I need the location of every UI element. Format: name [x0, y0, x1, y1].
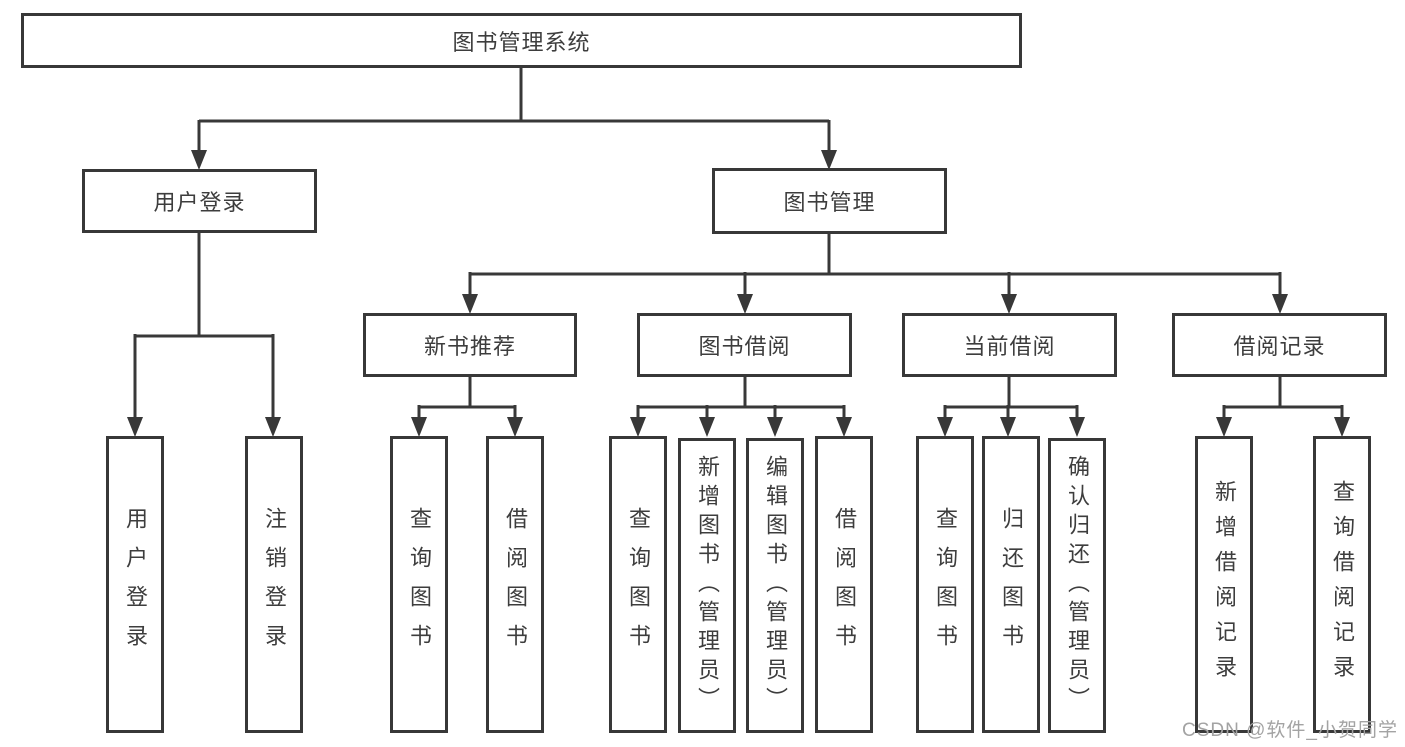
leaf-query-books-current: 查询图书	[916, 436, 974, 733]
node-current-borrowing: 当前借阅	[902, 313, 1117, 377]
leaf-user-login: 用户登录	[106, 436, 164, 733]
node-new-book-recommend: 新书推荐	[363, 313, 577, 377]
leaf-borrow-books: 借阅图书	[815, 436, 873, 733]
leaf-query-books-borrowing: 查询图书	[609, 436, 667, 733]
leaf-return-books: 归还图书	[982, 436, 1040, 733]
leaf-logout: 注销登录	[245, 436, 303, 733]
node-root-library-system: 图书管理系统	[21, 13, 1022, 68]
leaf-confirm-return-admin: 确认归还（管理员）	[1048, 438, 1106, 733]
leaf-edit-books-admin: 编辑图书（管理员）	[746, 438, 804, 733]
leaf-add-borrow-record: 新增借阅记录	[1195, 436, 1253, 733]
leaf-borrow-books-recommend: 借阅图书	[486, 436, 544, 733]
csdn-watermark: CSDN @软件_小贺同学	[1182, 720, 1398, 741]
leaf-add-books-admin: 新增图书（管理员）	[678, 438, 736, 733]
node-user-login: 用户登录	[82, 169, 317, 233]
node-book-borrowing: 图书借阅	[637, 313, 852, 377]
node-borrowing-records: 借阅记录	[1172, 313, 1387, 377]
leaf-query-books-recommend: 查询图书	[390, 436, 448, 733]
node-book-management: 图书管理	[712, 168, 947, 234]
leaf-query-borrow-record: 查询借阅记录	[1313, 436, 1371, 733]
